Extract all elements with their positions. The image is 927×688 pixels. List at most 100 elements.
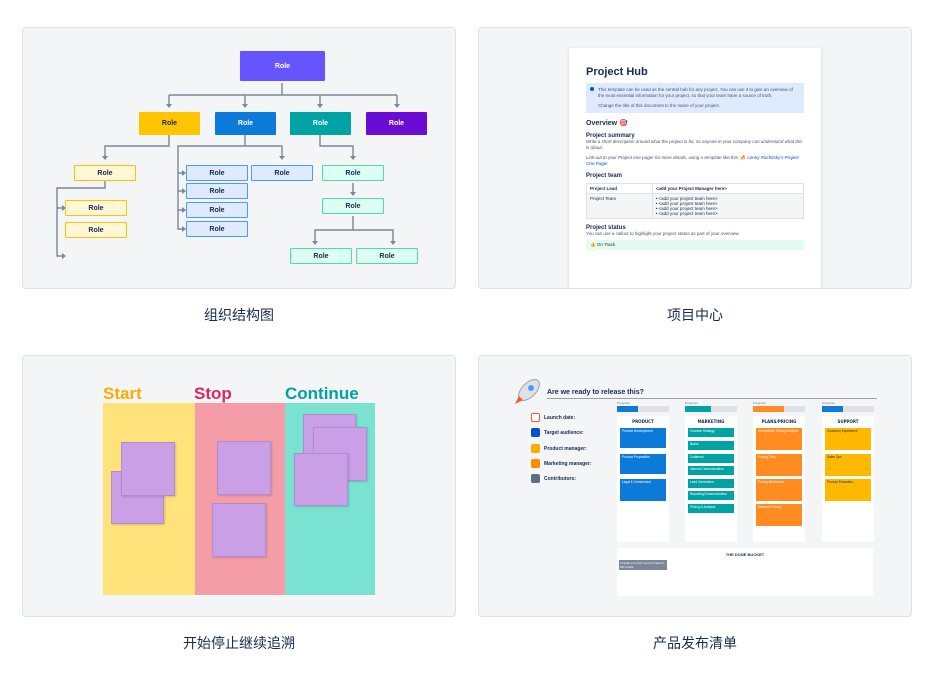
org-chart-caption[interactable]: 组织结构图 bbox=[204, 308, 274, 324]
task-card[interactable]: Reporting/Communication bbox=[688, 491, 734, 500]
org-role-yellow: Role bbox=[139, 112, 200, 135]
info-panel: This template can be used as the central… bbox=[586, 83, 804, 113]
progress-label: Progress bbox=[822, 401, 835, 405]
org-role-teal-leaf: Role bbox=[290, 248, 352, 264]
thumbs-up-icon: 👍 bbox=[590, 242, 596, 247]
done-bucket-title: THE DONE BUCKET bbox=[725, 552, 765, 557]
team-member: • <add your project team here> bbox=[655, 206, 718, 211]
task-card[interactable]: Customer Experience bbox=[825, 428, 871, 450]
stop-lane bbox=[195, 403, 285, 595]
team-table: Project Lead<add your Project Manager he… bbox=[586, 183, 805, 219]
project-hub-document-preview: Project Hub This template can be used as… bbox=[569, 48, 821, 288]
people-icon bbox=[531, 428, 540, 437]
org-role-teal-leaf: Role bbox=[356, 248, 418, 264]
task-card[interactable]: Internal Communication bbox=[688, 466, 734, 475]
progress-bar-marketing bbox=[685, 406, 737, 412]
team-lead-label: Project Lead bbox=[586, 183, 653, 194]
org-role-blue: Role bbox=[215, 112, 276, 135]
stop-title: Stop bbox=[194, 384, 232, 403]
done-bucket: THE DONE BUCKET Create product launch te… bbox=[617, 548, 873, 596]
task-card[interactable]: Collateral bbox=[688, 454, 734, 463]
progress-label: Progress bbox=[753, 401, 766, 405]
column-product: PRODUCT Product Development Product Prop… bbox=[617, 416, 669, 542]
task-card[interactable]: Discount Pricing bbox=[756, 504, 802, 526]
org-role-blue-child: Role bbox=[186, 202, 248, 218]
column-title: SUPPORT bbox=[837, 419, 859, 424]
task-card[interactable]: Product Education bbox=[825, 479, 871, 501]
field-marketing-manager: Marketing manager: bbox=[544, 461, 592, 467]
continue-title: Continue bbox=[285, 384, 359, 403]
task-card[interactable]: Pricing Tiers bbox=[756, 454, 802, 476]
org-role-blue-sibling: Role bbox=[251, 165, 313, 181]
sticky-note[interactable] bbox=[121, 442, 175, 496]
project-hub-template-card[interactable]: Project Hub This template can be used as… bbox=[478, 27, 912, 289]
task-card[interactable]: Legal & Commercial bbox=[620, 479, 666, 501]
org-role-blue-child: Role bbox=[186, 183, 248, 199]
person-icon bbox=[531, 459, 540, 468]
task-card[interactable]: Sales Ops bbox=[825, 454, 871, 476]
task-card[interactable]: Product Development bbox=[620, 428, 666, 448]
column-plans-pricing: PLANS/PRICING Competitive Pricing Analys… bbox=[753, 416, 805, 542]
team-member: • <add your project team here> bbox=[655, 196, 718, 201]
status-callout: 👍 On Track bbox=[586, 240, 804, 250]
org-chart-connectors bbox=[56, 83, 400, 259]
product-release-caption[interactable]: 产品发布清单 bbox=[653, 636, 737, 652]
start-title: Start bbox=[103, 384, 142, 403]
title-underline bbox=[547, 398, 877, 399]
org-role-yellow-child: Role bbox=[74, 165, 136, 181]
project-hub-caption[interactable]: 项目中心 bbox=[667, 308, 723, 324]
progress-bar-support bbox=[822, 406, 874, 412]
link-line: Link out to your Project one-pager for m… bbox=[586, 155, 804, 167]
person-icon bbox=[531, 444, 540, 453]
field-launch-date: Launch date: bbox=[544, 415, 576, 421]
org-role-yellow-grandchild: Role bbox=[65, 200, 127, 216]
column-title: PLANS/PRICING bbox=[761, 419, 797, 424]
column-title: PRODUCT bbox=[632, 419, 654, 424]
task-card[interactable]: Brand bbox=[688, 441, 734, 450]
link-text: Link out to your Project one-pager for m… bbox=[586, 155, 740, 160]
task-card[interactable]: Product Proposition bbox=[620, 454, 666, 474]
team-member: • <add your project team here> bbox=[655, 211, 718, 216]
field-contributors: Contributors: bbox=[544, 476, 576, 482]
progress-label: Progress bbox=[617, 401, 630, 405]
product-release-template-card[interactable]: Are we ready to release this? Launch dat… bbox=[478, 355, 912, 617]
column-marketing: MARKETING Channel Strategy Brand Collate… bbox=[685, 416, 737, 542]
column-support: SUPPORT Customer Experience Sales Ops Pr… bbox=[822, 416, 874, 542]
task-card[interactable]: Pricing Mechanics bbox=[756, 479, 802, 501]
done-card[interactable]: Create product launch team's Microsite bbox=[619, 560, 667, 570]
calendar-icon bbox=[531, 413, 540, 422]
one-pager-link[interactable]: 🔥 Lenny Rachitsky's Project One Pager bbox=[586, 155, 799, 166]
org-role-teal-grandchild: Role bbox=[322, 198, 384, 214]
org-role-teal-child: Role bbox=[322, 165, 384, 181]
task-card[interactable]: Channel Strategy bbox=[688, 428, 734, 437]
org-chart-template-card[interactable]: Role Role Role Role Role Role Role Role … bbox=[22, 27, 456, 289]
team-member: • <add your project team here> bbox=[655, 201, 718, 206]
team-label: Project Team bbox=[586, 193, 653, 219]
field-product-manager: Product manager: bbox=[544, 446, 587, 452]
rocket-icon bbox=[515, 379, 540, 404]
progress-bar-plans bbox=[753, 406, 805, 412]
team-lead-value: <add your Project Manager here> bbox=[651, 183, 805, 194]
task-card[interactable]: Competitive Pricing Analysis bbox=[756, 428, 802, 450]
info-text: This template can be used as the central… bbox=[598, 87, 793, 98]
org-role-blue-child: Role bbox=[186, 221, 248, 237]
sticky-note[interactable] bbox=[217, 441, 271, 495]
sticky-note[interactable] bbox=[212, 503, 266, 557]
start-stop-continue-template-card[interactable]: Start Stop Continue bbox=[22, 355, 456, 617]
start-stop-continue-caption[interactable]: 开始停止继续追溯 bbox=[183, 636, 295, 652]
summary-heading: Project summary bbox=[586, 133, 635, 139]
release-title: Are we ready to release this? bbox=[547, 389, 644, 396]
org-role-blue-child: Role bbox=[186, 165, 248, 181]
sticky-note[interactable] bbox=[294, 453, 348, 506]
progress-label: Progress bbox=[685, 401, 698, 405]
status-value: On Track bbox=[596, 242, 616, 247]
overview-heading: Overview 🎯 bbox=[586, 120, 628, 127]
task-card[interactable]: Pricing & Analysis bbox=[688, 504, 734, 513]
field-target-audience: Target audience: bbox=[544, 430, 584, 436]
org-role-yellow-grandchild: Role bbox=[65, 222, 127, 238]
task-card[interactable]: Lead Generation bbox=[688, 479, 734, 488]
status-text: You can use a callout to highlight your … bbox=[586, 231, 740, 236]
summary-text: Write a short description around what th… bbox=[586, 139, 803, 150]
team-heading: Project team bbox=[586, 173, 623, 179]
column-title: MARKETING bbox=[697, 419, 725, 424]
